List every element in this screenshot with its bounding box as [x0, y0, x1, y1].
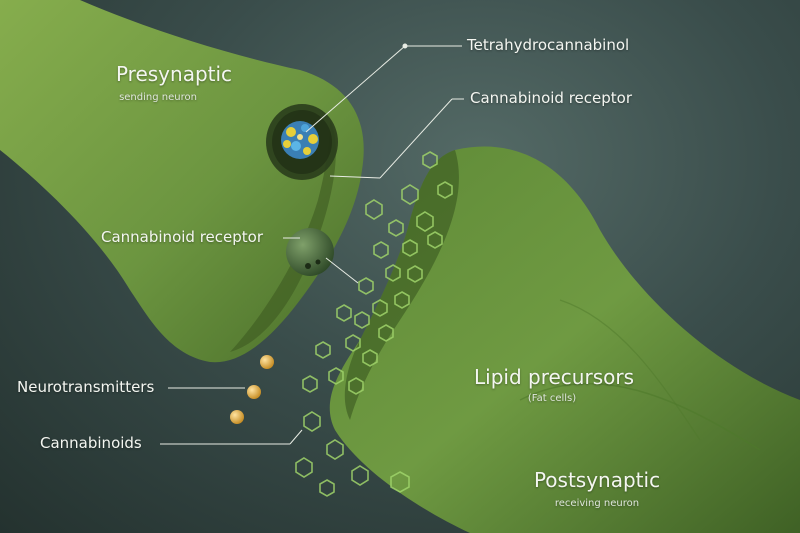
- neurotransmitters-label: Neurotransmitters: [17, 378, 155, 396]
- presynaptic-neuron: [0, 0, 364, 363]
- presynaptic-title: Presynaptic: [115, 62, 233, 86]
- lipid-title: Lipid precursors: [474, 365, 634, 389]
- receptor-top-label: Cannabinoid receptor: [470, 89, 632, 107]
- cannabinoid-hexagons: [295, 151, 453, 497]
- cannabinoids-label: Cannabinoids: [40, 434, 142, 452]
- presynaptic-subtitle: sending neuron: [119, 92, 197, 103]
- thc-molecule: [281, 121, 319, 159]
- leader-lines: [160, 43, 464, 445]
- postsynaptic-subtitle: receiving neuron: [554, 498, 640, 509]
- receptor-left-label: Cannabinoid receptor: [101, 228, 263, 246]
- cannabinoid-receptor-ball: [286, 228, 334, 276]
- thc-label: Tetrahydrocannabinol: [467, 36, 630, 54]
- lipid-subtitle: (Fat cells): [527, 393, 577, 404]
- postsynaptic-title: Postsynaptic: [533, 468, 661, 492]
- postsynaptic-neuron: [329, 146, 800, 533]
- neurotransmitter-vesicles: [230, 355, 274, 424]
